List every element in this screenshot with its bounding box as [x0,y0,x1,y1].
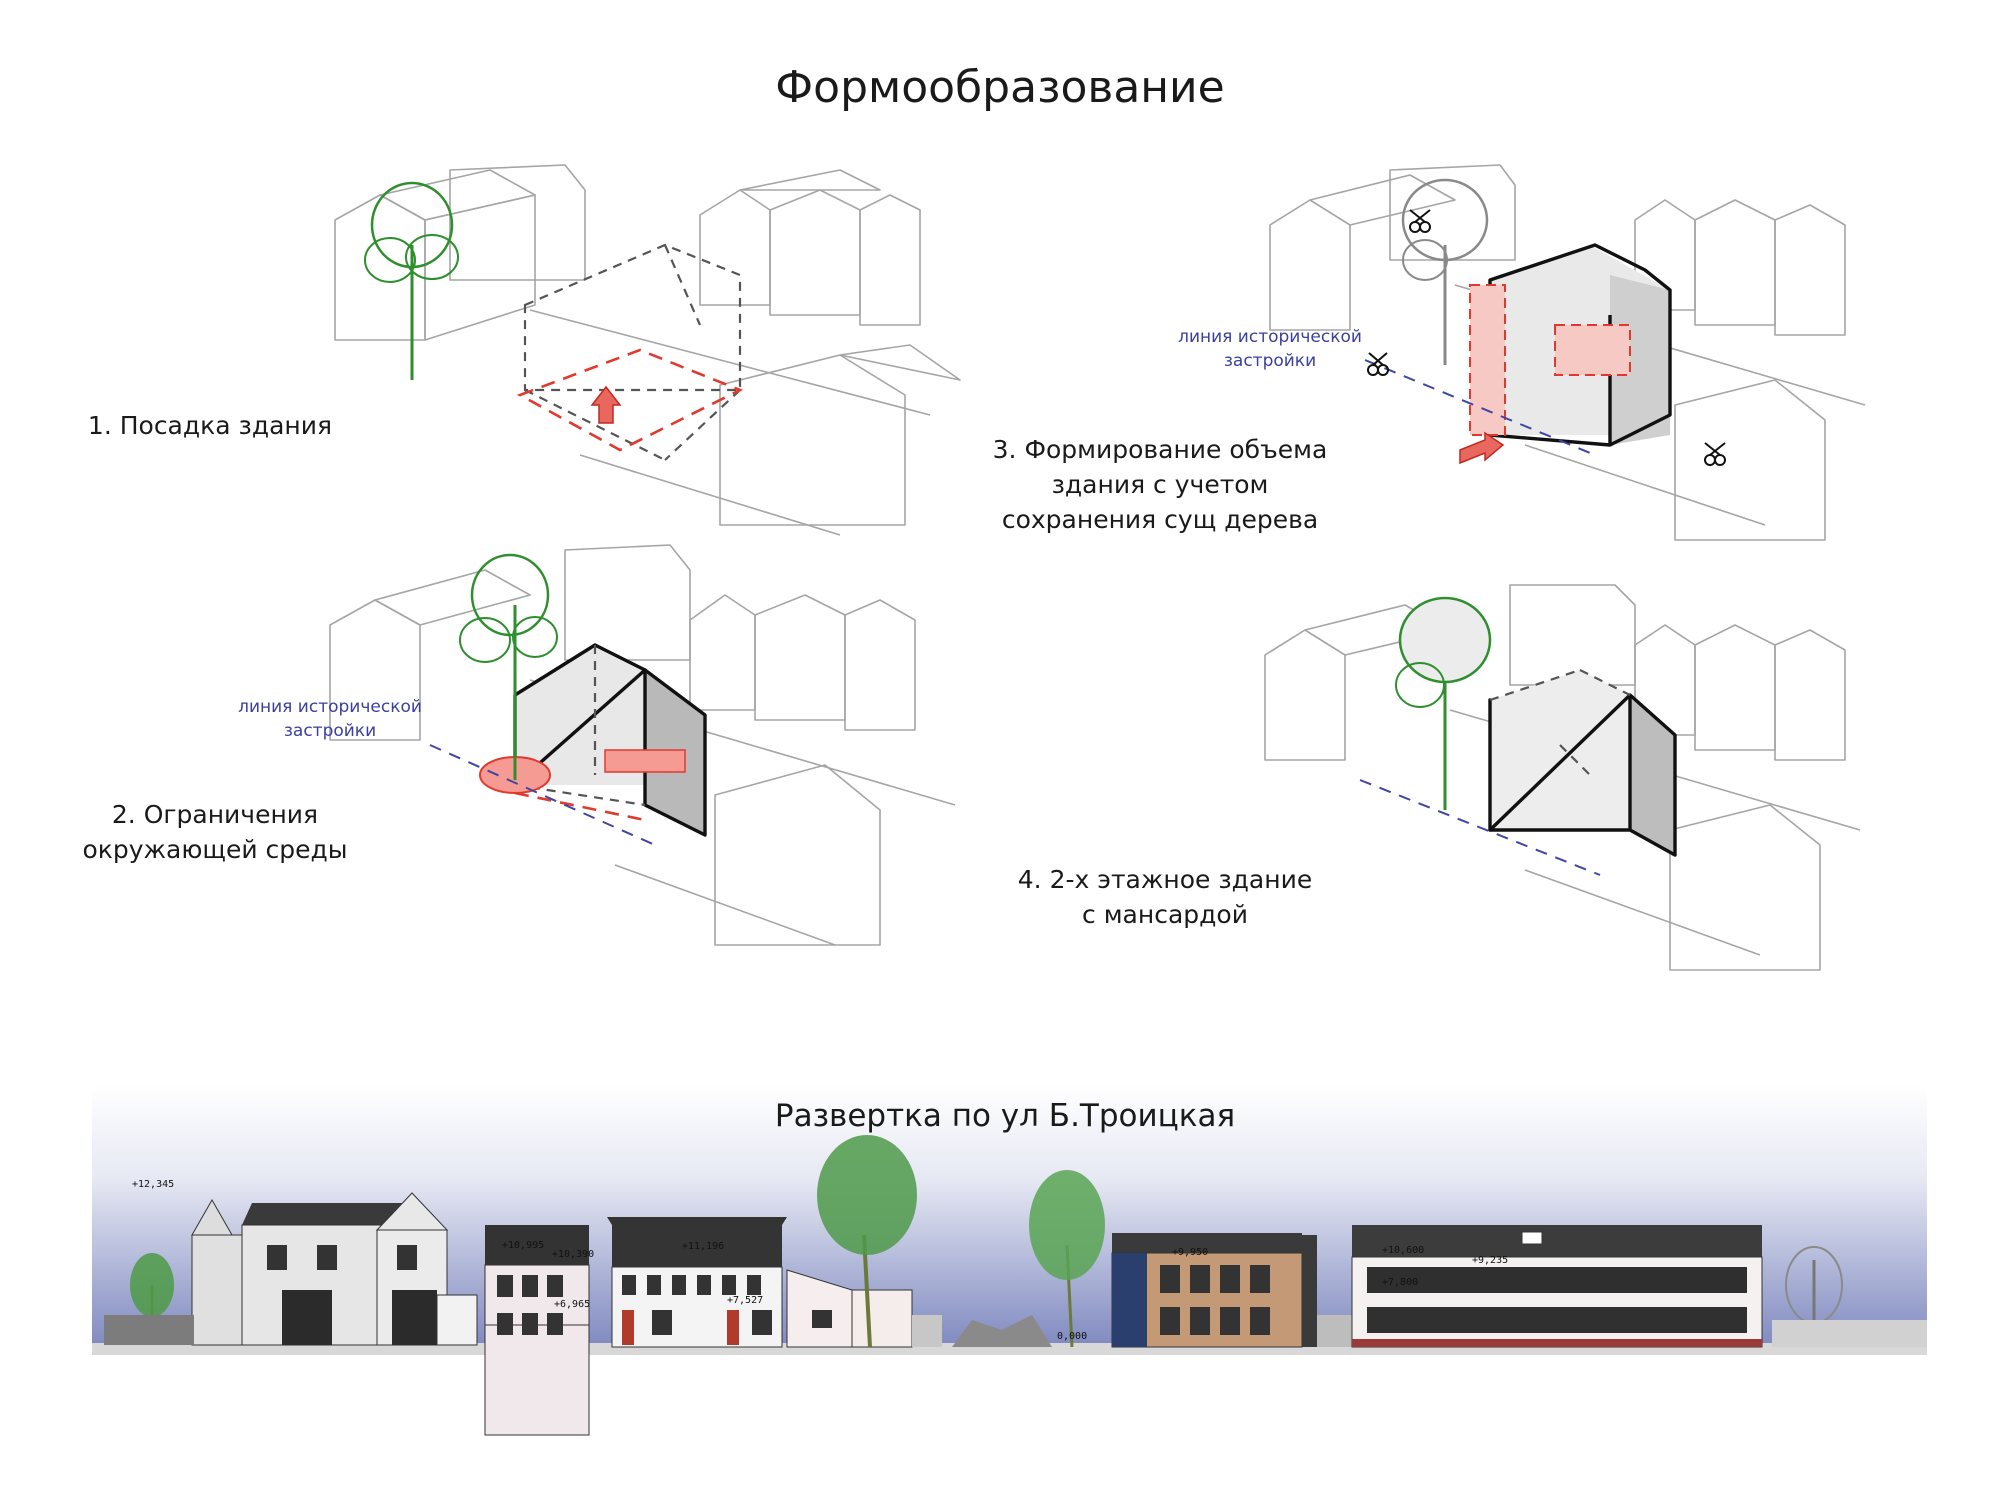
building-long-white [1351,1225,1763,1348]
step-3-line-2: здания с учетом [1051,470,1269,499]
page-title: Формообразование [775,62,1225,113]
mark-3: +10,390 [552,1249,594,1260]
street-elevation: +12,345 +10,995 +10,390 +6,965 +11,196 +… [92,1085,1927,1436]
building-new-brick [1111,1233,1317,1348]
building-mansion [191,1192,478,1346]
tree-icon [459,553,558,780]
historic-line-text-1: линия исторической [1178,327,1362,347]
step-3-label: 3. Формирование объема здания с учетом с… [985,432,1335,537]
historic-line-text-2: застройки [1223,351,1317,371]
step-4-line-1: 4. 2-х этажное здание [1017,865,1313,894]
elevation-marks: +12,345 +10,995 +10,390 +6,965 +11,196 +… [132,1179,1508,1342]
diagram-step-3 [1269,164,1866,541]
mark-8: +10,600 [1382,1245,1424,1256]
tree-icon [1029,1170,1105,1348]
step-4-label: 4. 2-х этажное здание с мансардой [1000,862,1330,932]
step-2-label: 2. Ограничения окружающей среды [80,797,350,867]
tree-icon [817,1135,917,1348]
mark-10: +9,235 [1472,1255,1508,1266]
step-3-line-3: сохранения сущ дерева [1001,505,1319,534]
mark-2: +10,995 [502,1240,544,1251]
tree-icon [364,181,459,380]
historic-line-label-top: линия исторической застройки [1165,325,1375,373]
mark-1: +12,345 [132,1179,174,1190]
mark-6: +7,527 [727,1295,763,1306]
diagram-step-4 [1264,584,1861,971]
elevation-title: Развертка по ул Б.Троицкая [774,1098,1236,1134]
historic-line-label-mid: линия исторической застройки [225,695,435,743]
step-1-label: 1. Посадка здания [87,411,333,440]
building-d [786,1269,942,1348]
mark-7: +9,950 [1172,1247,1208,1258]
historic-line-text-2: застройки [283,721,377,741]
scissors-icon-2 [1367,352,1389,376]
building-b [484,1225,590,1436]
scissors-icon-3 [1704,442,1726,466]
step-2-line-2: окружающей среды [82,835,348,864]
step-4-line-2: с мансардой [1082,900,1248,929]
mark-5: +11,196 [682,1241,724,1252]
historic-line-text-1: линия исторической [238,697,422,717]
diagram-step-1 [334,164,961,536]
building-c [607,1217,787,1348]
mark-9: +7,800 [1382,1277,1418,1288]
step-2-line-1: 2. Ограничения [111,800,319,829]
scissors-icon [1409,209,1431,233]
mark-4: +6,965 [554,1299,590,1310]
step-3-line-1: 3. Формирование объема [992,435,1328,464]
diagram-step-2 [329,544,956,946]
tree-icon [1395,596,1492,810]
tree-icon [1401,178,1489,365]
mark-11: 0,000 [1057,1331,1087,1342]
